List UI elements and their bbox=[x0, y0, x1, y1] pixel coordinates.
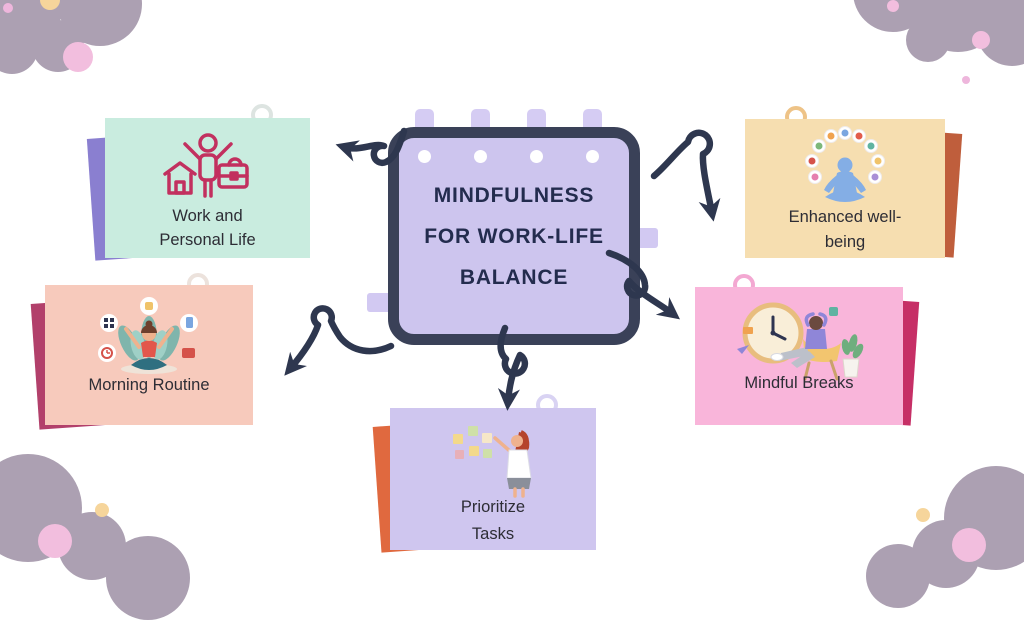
notepad-tab bbox=[527, 109, 546, 131]
cream-dot bbox=[95, 503, 109, 517]
card-label: Morning Routine bbox=[88, 376, 210, 394]
card-label: Mindful Breaks bbox=[744, 374, 854, 392]
notepad-hole bbox=[586, 150, 599, 163]
pink-dot bbox=[38, 524, 72, 558]
pink-dot bbox=[3, 3, 13, 13]
pink-dot bbox=[972, 31, 990, 49]
card-prioritize-tasks: Prioritize Tasks bbox=[372, 394, 596, 553]
card-label: Work and Personal Life bbox=[159, 207, 256, 249]
notepad-hole bbox=[530, 150, 543, 163]
cream-dot bbox=[916, 508, 930, 522]
notepad-hole bbox=[474, 150, 487, 163]
meditation-icon bbox=[805, 126, 885, 202]
cream-dot bbox=[40, 0, 60, 10]
card-work-personal-life: Work and Personal Life bbox=[86, 104, 310, 261]
pink-dot bbox=[962, 76, 970, 84]
arrow-to-enhanced-well-being bbox=[650, 129, 721, 222]
notepad-tab bbox=[415, 109, 434, 131]
sticky-notes-icon bbox=[453, 426, 532, 498]
notepad-tab bbox=[583, 109, 602, 131]
card-morning-routine: Morning Routine bbox=[30, 273, 253, 430]
pink-dot bbox=[952, 528, 986, 562]
work-life-balance-icon bbox=[162, 133, 249, 198]
notepad-tab bbox=[471, 109, 490, 131]
card-mindful-breaks: Mindful Breaks bbox=[695, 274, 920, 426]
pink-dot bbox=[63, 42, 93, 72]
notepad-hole bbox=[418, 150, 431, 163]
card-label: Prioritize Tasks bbox=[460, 498, 526, 543]
relaxing-chair-clock-icon bbox=[737, 302, 864, 381]
card-enhanced-well-being: Enhanced well-being bbox=[745, 106, 963, 258]
morning-stretch-icon bbox=[98, 297, 198, 374]
card-label: Enhanced well-being bbox=[788, 208, 902, 251]
pink-dot bbox=[887, 0, 899, 12]
central-topic-title: MINDFULNESS FOR WORK-LIFE BALANCE bbox=[424, 183, 604, 289]
arrow-to-morning-routine bbox=[284, 305, 395, 376]
